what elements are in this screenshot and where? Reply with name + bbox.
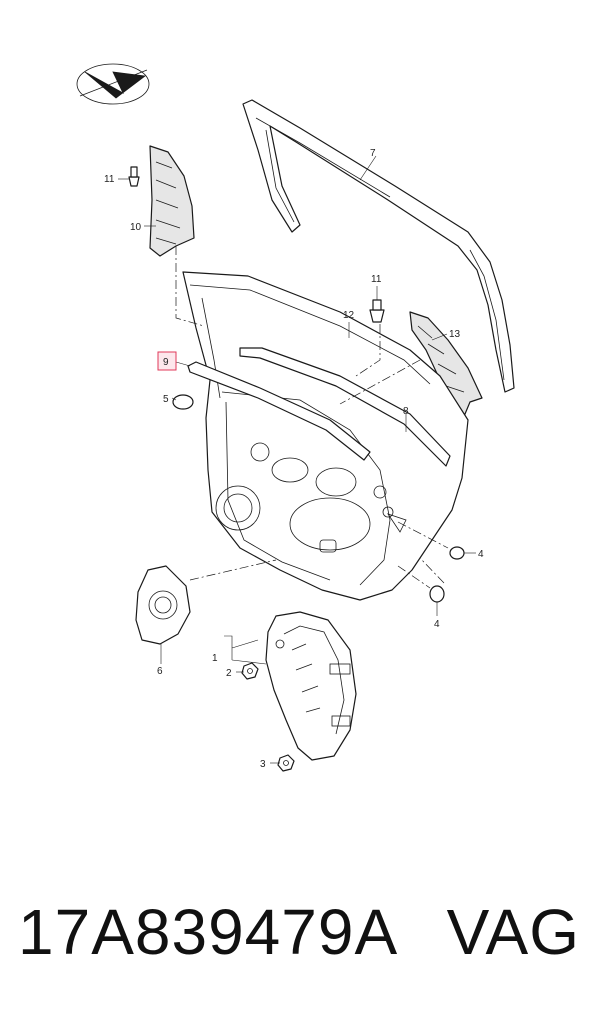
callout-2: 2 <box>226 668 232 679</box>
nut-upper <box>241 662 259 680</box>
clip-upper-left <box>128 166 140 187</box>
callout-1: 1 <box>212 653 218 664</box>
callout-4-lower: 4 <box>434 619 440 630</box>
door-exploded-diagram: 1 2 3 4 4 5 6 7 8 9 10 11 11 12 13 <box>76 63 515 772</box>
highlight-box <box>157 351 177 371</box>
callout-9: 9 <box>163 357 169 368</box>
part-number: 17A839479A <box>18 896 399 968</box>
callout-7: 7 <box>370 148 376 159</box>
window-frame-trim <box>242 99 515 393</box>
assembly-lines <box>175 246 449 589</box>
orientation-logo <box>76 63 150 105</box>
speaker-trim <box>135 565 191 645</box>
clip-upper-right <box>369 299 385 323</box>
callout-6: 6 <box>157 666 163 677</box>
callout-4-upper: 4 <box>478 549 484 560</box>
callout-13: 13 <box>449 329 461 340</box>
plug-5 <box>172 394 194 410</box>
callout-11-left: 11 <box>104 174 115 185</box>
brand-name: VAG <box>446 896 580 968</box>
callout-12: 12 <box>343 310 355 321</box>
nut-lower <box>277 754 295 772</box>
part-number-line: 17A839479A VAG <box>12 895 588 969</box>
window-regulator <box>265 611 357 761</box>
rear-guide-bracket <box>409 311 483 427</box>
inner-window-seal <box>187 361 371 461</box>
callout-3: 3 <box>260 759 266 770</box>
front-guide-bracket <box>149 145 195 257</box>
callout-11-right: 11 <box>371 274 382 285</box>
outer-window-seal <box>239 347 451 467</box>
callout-5: 5 <box>163 394 169 405</box>
plug-4-upper <box>449 546 465 560</box>
callout-8: 8 <box>403 406 409 417</box>
callout-10: 10 <box>130 222 142 233</box>
plug-4-lower <box>429 585 445 603</box>
leader-lines <box>118 155 476 764</box>
